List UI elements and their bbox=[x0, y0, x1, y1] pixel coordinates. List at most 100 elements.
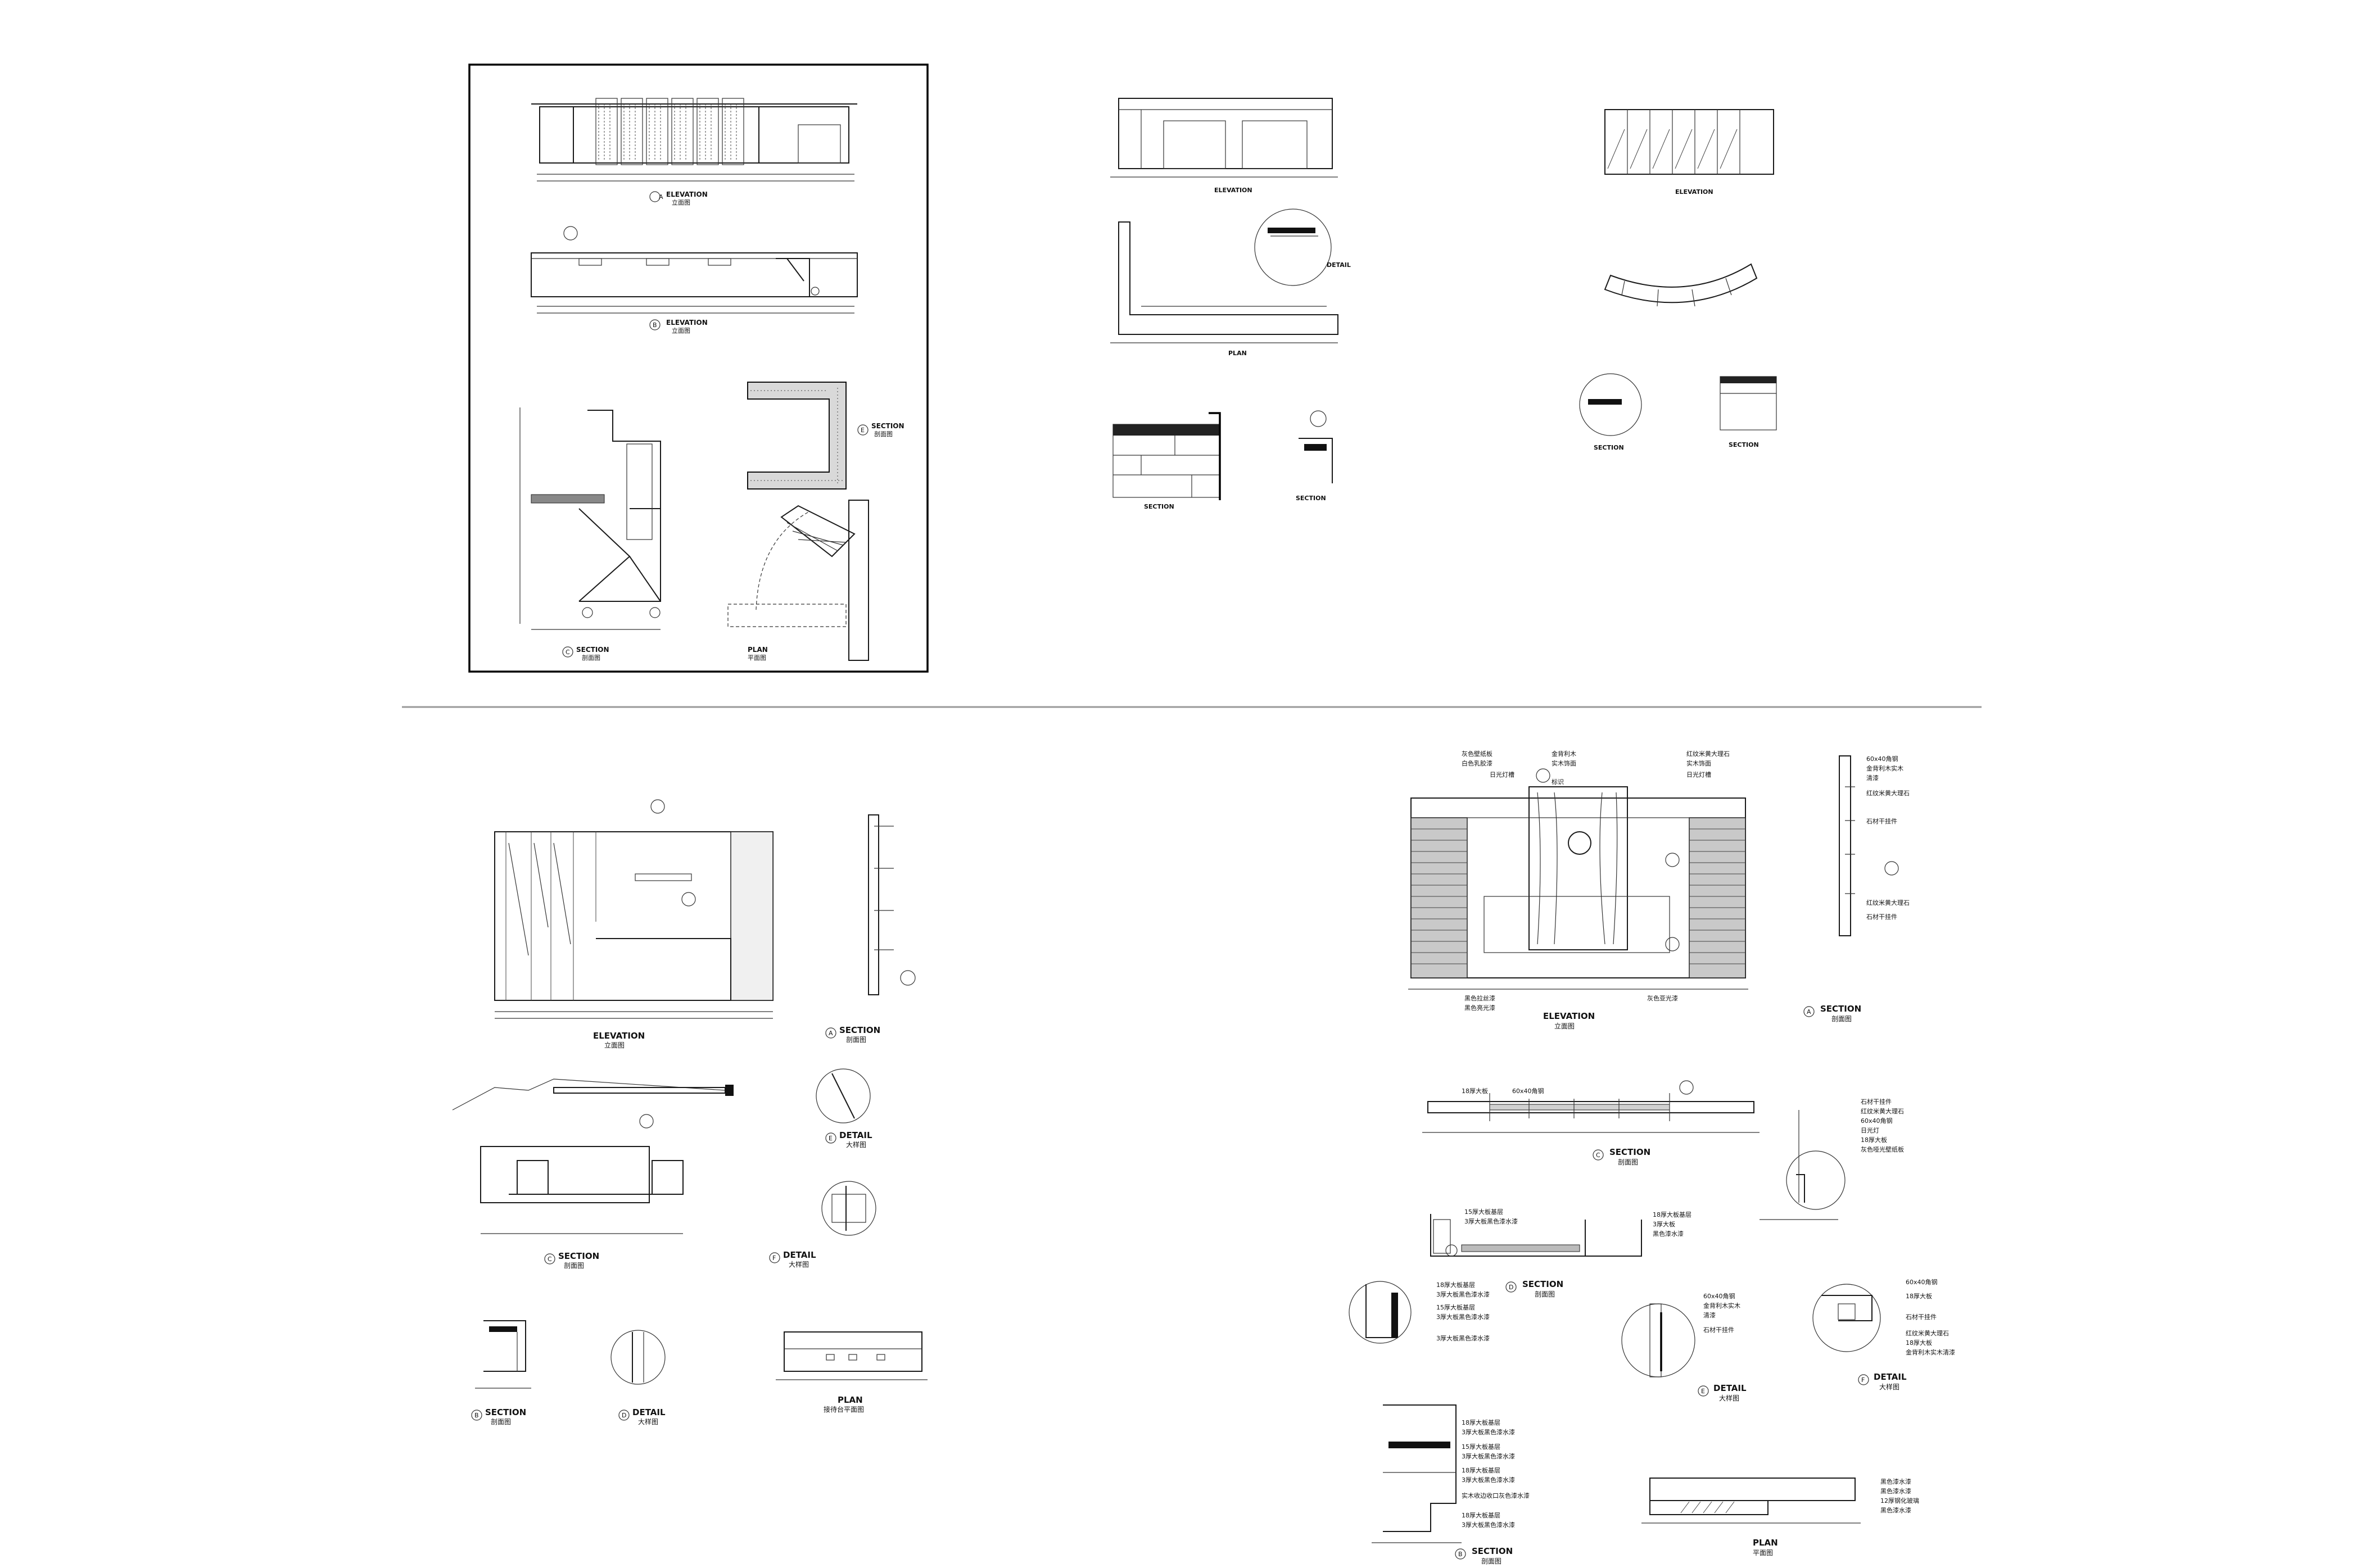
elevation-a-title: ELEVATION bbox=[666, 191, 708, 198]
top-middle-elevation-title: ELEVATION bbox=[1214, 187, 1252, 194]
bottom-left-detail-e-tag: E bbox=[829, 1135, 833, 1142]
bottom-left-section-a-title: SECTION bbox=[839, 1025, 880, 1035]
bottom-right-plan-title: PLAN bbox=[1753, 1538, 1778, 1548]
bottom-right-section-c-drawing: 18厚大板 60x40角钢 C SECTION 剖面图 bbox=[1422, 1080, 1760, 1166]
detail-e-label: 石材干挂件 bbox=[1703, 1326, 1734, 1334]
section-e-tag: E bbox=[861, 427, 865, 434]
bottom-left-detail-d-drawing: D DETAIL 大样图 bbox=[610, 1330, 666, 1426]
section-d-label: 18厚大板基层 bbox=[1653, 1211, 1691, 1218]
bottom-right-plan-drawing: 黑色漆水漆 黑色漆水漆 12厚钢化玻璃 黑色漆水漆 PLAN 平面图 bbox=[1641, 1478, 1919, 1557]
bottom-right-section-a-title: SECTION bbox=[1820, 1004, 1861, 1014]
bottom-right-detail-e-subtitle: 大样图 bbox=[1719, 1394, 1739, 1402]
section-b-label: 3厚大板黑色漆水漆 bbox=[1462, 1428, 1515, 1436]
top-middle-section-1-title: SECTION bbox=[1144, 503, 1174, 510]
bottom-left-detail-f-tag: F bbox=[772, 1254, 776, 1262]
elev-label: 黑色亮光漆 bbox=[1464, 1004, 1495, 1012]
bottom-left-group: ELEVATION 立面图 A SECTION 剖面图 E DETAIL 大样图 bbox=[452, 799, 928, 1426]
section-c-label: 18厚大板 bbox=[1462, 1087, 1488, 1095]
top-right-curved-plan bbox=[1604, 263, 1758, 307]
bottom-left-elevation-subtitle: 立面图 bbox=[604, 1041, 625, 1049]
top-left-plan-title: PLAN bbox=[748, 646, 768, 654]
elev-label: 日光灯槽 bbox=[1686, 771, 1711, 778]
plan-label: 黑色漆水漆 bbox=[1880, 1506, 1911, 1514]
top-middle-detail-title: DETAIL bbox=[1327, 261, 1351, 269]
section-e-drawing: E SECTION 剖面图 bbox=[747, 382, 904, 490]
bottom-left-detail-e-subtitle: 大样图 bbox=[846, 1140, 866, 1149]
detail-e-label: 清漆 bbox=[1703, 1312, 1716, 1319]
bottom-right-section-c-tag: C bbox=[1596, 1152, 1600, 1159]
elev-label: 实木饰面 bbox=[1686, 759, 1711, 767]
elev-label: 白色乳胶漆 bbox=[1462, 759, 1492, 767]
top-right-elevation-drawing: ELEVATION bbox=[1604, 109, 1774, 196]
plan-label: 黑色漆水漆 bbox=[1880, 1478, 1911, 1485]
bottom-right-section-b-subtitle: 剖面图 bbox=[1481, 1557, 1501, 1565]
top-left-sheet: A ELEVATION 立面图 B ELEVATION 立面图 bbox=[468, 64, 929, 673]
elev-label: 日光灯槽 bbox=[1490, 771, 1514, 778]
section-b-label: 3厚大板黑色漆水漆 bbox=[1462, 1521, 1515, 1529]
bottom-right-section-a-drawing: 60x40角钢 金背利木实木 清漆 红纹米黄大理石 石材干挂件 红纹米黄大理石 … bbox=[1803, 755, 1910, 1023]
elevation-b-drawing: B ELEVATION 立面图 bbox=[531, 226, 858, 334]
detail-f-label: 18厚大板 bbox=[1906, 1292, 1932, 1300]
top-middle-section-2-title: SECTION bbox=[1296, 495, 1326, 502]
section-b-label: 3厚大板黑色漆水漆 bbox=[1462, 1452, 1515, 1460]
section-a-label: 红纹米黄大理石 bbox=[1866, 789, 1910, 797]
bottom-right-section-c-subtitle: 剖面图 bbox=[1618, 1158, 1638, 1166]
bottom-right-section-b-drawing: 18厚大板基层 3厚大板黑色漆水漆 15厚大板基层 3厚大板黑色漆水漆 18厚大… bbox=[1372, 1404, 1530, 1565]
detail-f-label: 石材干挂件 bbox=[1906, 1313, 1937, 1321]
bottom-left-section-a-tag: A bbox=[829, 1030, 833, 1037]
top-middle-group: ELEVATION PLAN DETAIL SECTION bbox=[1110, 98, 1351, 510]
left-detail-label: 3厚大板黑色漆水漆 bbox=[1436, 1290, 1490, 1298]
bottom-left-detail-e-drawing: E DETAIL 大样图 bbox=[816, 1068, 872, 1149]
section-a-label: 60x40角钢 bbox=[1866, 755, 1898, 763]
corner-detail-label: 灰色哑光壁纸板 bbox=[1861, 1145, 1904, 1153]
elevation-a-subtitle: 立面图 bbox=[672, 198, 690, 206]
bottom-left-elevation-title: ELEVATION bbox=[593, 1031, 645, 1041]
bottom-right-elevation-drawing bbox=[1408, 768, 1748, 990]
bottom-left-section-c-title: SECTION bbox=[558, 1251, 599, 1261]
section-b-label: 实木收边收口灰色漆水漆 bbox=[1462, 1492, 1530, 1499]
bottom-right-detail-e-tag: E bbox=[1701, 1388, 1705, 1395]
bottom-left-section-a-drawing: A SECTION 剖面图 bbox=[825, 814, 916, 1044]
corner-detail-label: 红纹米黄大理石 bbox=[1861, 1107, 1904, 1115]
top-right-group: ELEVATION SECTION SECTION bbox=[1579, 109, 1777, 451]
detail-e-label: 金背利木实木 bbox=[1703, 1302, 1740, 1309]
elevation-a-tag: A bbox=[659, 193, 663, 201]
detail-f-label: 红纹米黄大理石 bbox=[1906, 1329, 1949, 1337]
top-right-section-2-title: SECTION bbox=[1729, 441, 1759, 448]
bottom-right-section-d-title: SECTION bbox=[1522, 1279, 1563, 1289]
section-b-label: 18厚大板基层 bbox=[1462, 1419, 1500, 1426]
bottom-right-detail-f-tag: F bbox=[1861, 1376, 1865, 1384]
bottom-right-plan-subtitle: 平面图 bbox=[1753, 1549, 1773, 1557]
left-detail-label: 3厚大板黑色漆水漆 bbox=[1436, 1334, 1490, 1342]
section-c-label: 60x40角钢 bbox=[1512, 1087, 1544, 1095]
bottom-right-detail-e-title: DETAIL bbox=[1713, 1383, 1747, 1393]
bottom-left-section-b-tag: B bbox=[474, 1412, 479, 1419]
bottom-right-detail-f-drawing: 60x40角钢 18厚大板 石材干挂件 红纹米黄大理石 18厚大板 金背利木实木… bbox=[1812, 1279, 1955, 1391]
bottom-right-section-d-drawing: 15厚大板基层 3厚大板黑色漆水漆 18厚大板基层 3厚大板 黑色漆水漆 D S… bbox=[1430, 1208, 1691, 1298]
detail-f-label: 金背利木实木清漆 bbox=[1906, 1348, 1955, 1356]
elevation-a-drawing: A ELEVATION 立面图 bbox=[531, 98, 857, 206]
elev-label: 红纹米黄大理石 bbox=[1686, 750, 1730, 758]
top-middle-elevation-drawing: ELEVATION bbox=[1110, 98, 1338, 194]
bottom-right-section-a-subtitle: 剖面图 bbox=[1831, 1015, 1852, 1023]
bottom-right-elevation-subtitle: 立面图 bbox=[1554, 1022, 1575, 1030]
bottom-left-section-c-drawing: C SECTION 剖面图 bbox=[452, 1078, 734, 1270]
section-a-label: 清漆 bbox=[1866, 774, 1879, 782]
bottom-right-detail-f-subtitle: 大样图 bbox=[1879, 1383, 1899, 1391]
bottom-left-detail-f-subtitle: 大样图 bbox=[789, 1260, 809, 1268]
detail-f-label: 18厚大板 bbox=[1906, 1339, 1932, 1347]
elev-label: 标识 bbox=[1552, 778, 1564, 786]
section-d-label: 3厚大板 bbox=[1653, 1220, 1675, 1228]
bottom-left-section-c-tag: C bbox=[548, 1256, 552, 1263]
bottom-left-section-c-subtitle: 剖面图 bbox=[564, 1262, 584, 1270]
section-b-label: 18厚大板基层 bbox=[1462, 1466, 1500, 1474]
corner-detail-label: 60x40角钢 bbox=[1861, 1117, 1893, 1125]
bottom-left-detail-d-tag: D bbox=[622, 1412, 626, 1419]
section-a-label: 石材干挂件 bbox=[1866, 817, 1897, 825]
bottom-right-group: 灰色壁纸板 白色乳胶漆 日光灯槽 金背利木 实木饰面 标识 红纹米黄大理石 实木… bbox=[1349, 750, 1955, 1565]
bottom-left-section-b-title: SECTION bbox=[485, 1407, 526, 1417]
bottom-right-detail-e-drawing: 60x40角钢 金背利木实木 清漆 石材干挂件 E DETAIL 大样图 bbox=[1621, 1293, 1747, 1402]
top-right-section-1-title: SECTION bbox=[1594, 444, 1624, 451]
section-e-subtitle: 剖面图 bbox=[874, 430, 893, 438]
